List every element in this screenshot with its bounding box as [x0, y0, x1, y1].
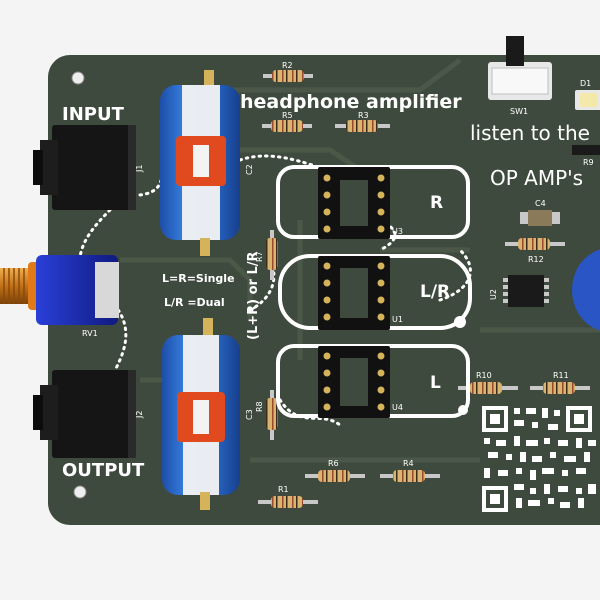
ref-c2: C2	[245, 164, 254, 175]
ic-socket-u1[interactable]	[318, 256, 390, 330]
ref-u4: U4	[392, 403, 403, 412]
resistor-r10[interactable]	[458, 382, 518, 394]
ref-r6: R6	[328, 459, 339, 468]
socket-label-l: L	[430, 373, 441, 393]
capacitor-c3[interactable]	[162, 318, 240, 510]
board-subtitle-1: listen to the	[470, 121, 590, 145]
resistor-r6[interactable]	[305, 470, 365, 482]
switch-sw1[interactable]	[488, 36, 552, 100]
ic-socket-u4[interactable]	[318, 346, 390, 418]
board-subtitle-2: OP AMP's	[490, 166, 583, 190]
ref-r4: R4	[403, 459, 414, 468]
ref-r5: R5	[282, 111, 293, 120]
mounting-hole-bottom	[73, 485, 87, 499]
ref-r7: R7	[255, 251, 264, 262]
socket-pin1-mark-l	[458, 405, 468, 415]
rotated-note: (L+R) or L/R	[246, 251, 261, 340]
ref-r9: R9	[583, 158, 594, 167]
resistor-r11[interactable]	[530, 382, 590, 394]
resistor-r12[interactable]	[505, 238, 565, 250]
resistor-r8[interactable]	[266, 390, 278, 440]
opamp-u2[interactable]	[503, 275, 549, 307]
resistor-r9[interactable]	[572, 145, 600, 155]
led-d1[interactable]	[575, 90, 600, 110]
resistor-r7[interactable]	[266, 230, 278, 280]
ref-u1: U1	[392, 315, 403, 324]
board-title: headphone amplifier	[240, 91, 462, 113]
socket-pin1-mark-lr	[454, 316, 466, 328]
resistor-r3[interactable]	[335, 120, 390, 132]
capacitor-large-edge	[572, 249, 600, 331]
mode-dual-label: L/R =Dual	[164, 296, 225, 309]
resistor-r5[interactable]	[262, 120, 312, 132]
ref-c4: C4	[535, 199, 546, 208]
socket-label-lr: L/R	[420, 282, 450, 302]
input-jack-j1[interactable]	[33, 125, 136, 210]
ref-r8: R8	[255, 401, 264, 412]
ic-socket-u3[interactable]	[318, 167, 390, 239]
ref-d1: D1	[580, 79, 591, 88]
ref-r2: R2	[282, 61, 293, 70]
ref-j2: J2	[135, 411, 144, 419]
ref-r10: R10	[476, 371, 492, 380]
potentiometer-rv1[interactable]	[0, 255, 119, 325]
ref-r11: R11	[553, 371, 569, 380]
resistor-r2[interactable]	[263, 70, 313, 82]
ref-r12: R12	[528, 255, 544, 264]
resistor-r1[interactable]	[258, 496, 318, 508]
ref-j1: J1	[135, 165, 144, 173]
ref-r1: R1	[278, 485, 289, 494]
mode-single-label: L=R=Single	[162, 272, 235, 285]
ref-rv1: RV1	[82, 329, 98, 338]
resistor-r4[interactable]	[380, 470, 440, 482]
qr-code-icon	[480, 404, 600, 514]
mounting-hole-top	[71, 71, 85, 85]
capacitor-c2[interactable]	[160, 70, 240, 256]
ref-u3: U3	[392, 227, 403, 236]
ref-u2: U2	[489, 289, 498, 300]
ref-sw1: SW1	[510, 107, 528, 116]
ref-r3: R3	[358, 111, 369, 120]
output-jack-j2[interactable]	[33, 370, 136, 458]
capacitor-c4[interactable]	[520, 210, 560, 226]
output-label: OUTPUT	[62, 460, 145, 481]
ref-c3: C3	[245, 409, 254, 420]
socket-label-r: R	[430, 193, 443, 213]
input-label: INPUT	[62, 104, 125, 125]
